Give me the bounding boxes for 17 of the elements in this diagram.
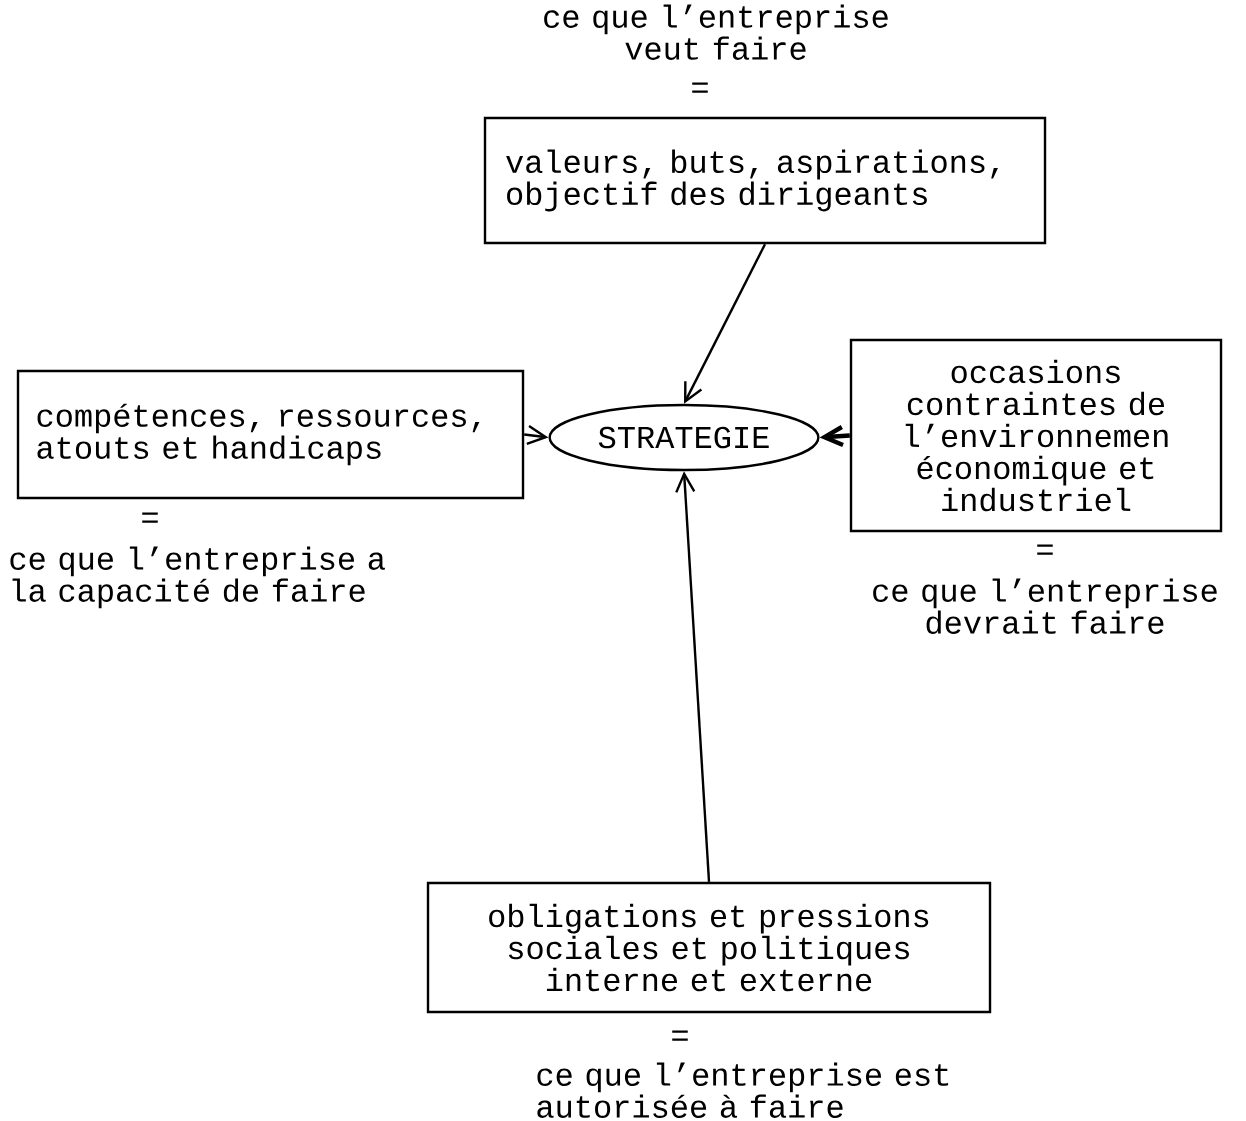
- arrow: [675, 471, 711, 882]
- text-box: obligations et pressions sociales et politiques interne et externe: [426, 881, 992, 1014]
- arrow: [819, 425, 850, 447]
- caption-text: ce que l’entreprise a la capacité de faire: [10, 546, 385, 609]
- text-box: compétences, ressources, atouts et handicaps: [16, 369, 525, 500]
- caption-text: =: [672, 1030, 688, 1041]
- arrow: [684, 243, 767, 404]
- arrow: [524, 425, 549, 446]
- caption-text: =: [692, 82, 708, 93]
- caption-text: =: [1037, 544, 1053, 555]
- text-box: valeurs, buts, aspirations, objectif des dirigeants: [483, 116, 1047, 245]
- strategy-bubble: STRATEGIE: [548, 403, 820, 472]
- caption-text: ce que l’entreprise devrait faire: [873, 578, 1217, 634]
- caption-text: ce que l’entreprise est autorisée à faire: [537, 1062, 949, 1118]
- caption-text: =: [142, 512, 158, 523]
- caption-text: ce que l’entreprise veut faire: [544, 4, 888, 60]
- text-box: occasions contraintes de l’environnemen économique et industriel: [849, 338, 1223, 533]
